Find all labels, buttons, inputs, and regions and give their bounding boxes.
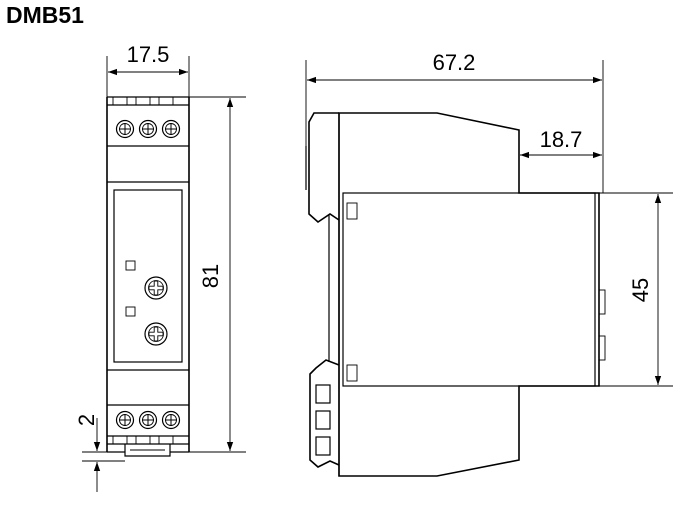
drawing-title: DMB51 — [6, 2, 84, 28]
led-indicator-icon — [125, 306, 136, 317]
dimension-label: 2 — [74, 414, 99, 426]
side-view — [305, 112, 606, 477]
adjust-knob-icon — [144, 276, 168, 346]
front-height-dimension: 81 — [189, 96, 246, 453]
top-screw-icon — [115, 119, 181, 139]
side-height-dimension: 45 — [599, 192, 673, 387]
terminal-block-icon — [315, 384, 331, 456]
dimension-label: 81 — [198, 264, 223, 288]
dimension-label: 67.2 — [433, 50, 476, 75]
latch-icon — [346, 364, 358, 382]
front-width-dimension: 17.5 — [106, 42, 190, 97]
side-step-dimension: 18.7 — [518, 127, 602, 162]
bottom-screw-icon — [115, 410, 181, 430]
front-view — [106, 96, 190, 457]
dimension-label: 18.7 — [540, 127, 583, 152]
latch-icon — [346, 202, 358, 220]
side-depth-dimension: 67.2 — [305, 50, 604, 193]
led-indicator-icon — [125, 260, 136, 271]
dimension-label: 45 — [628, 278, 653, 302]
bottom-offset-dimension: 2 — [74, 414, 125, 492]
dimension-label: 17.5 — [127, 42, 170, 67]
